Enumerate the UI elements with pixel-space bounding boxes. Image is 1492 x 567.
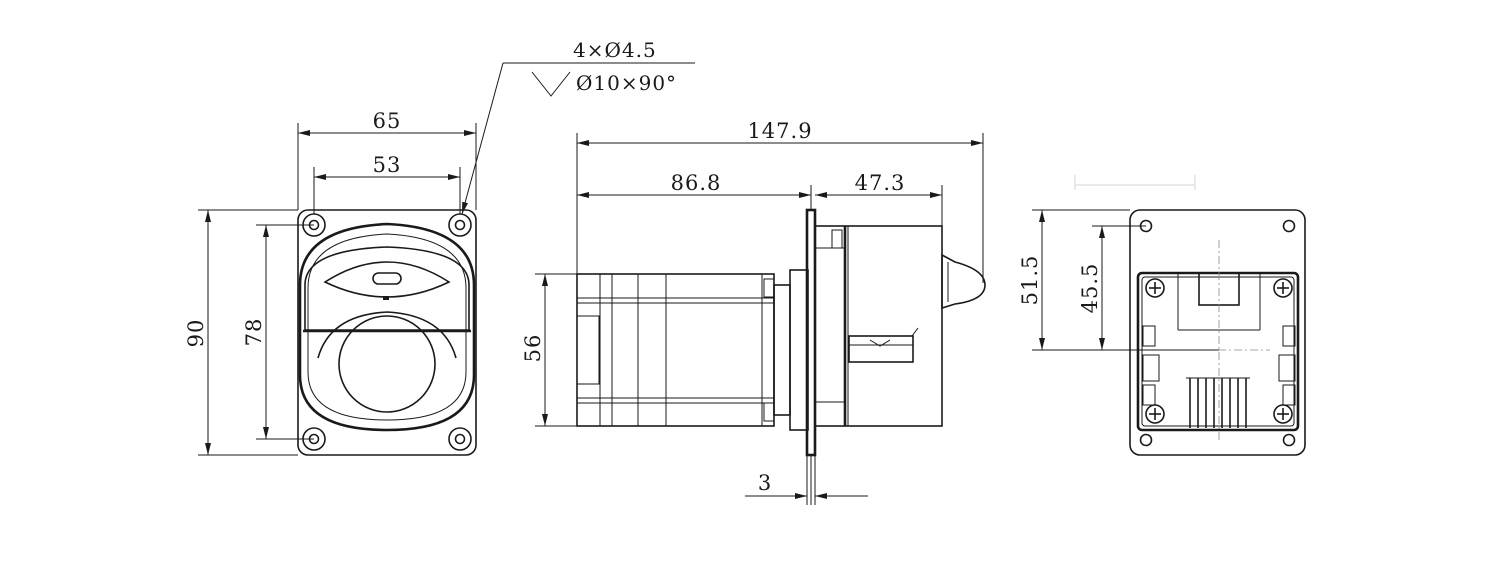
dim-front-width-outer: 65 <box>373 109 402 133</box>
dim-front-width-holes: 53 <box>373 153 402 177</box>
mounting-flange <box>805 208 817 457</box>
dim-side-length-head: 47.3 <box>855 171 906 195</box>
dim-rear-height-inner: 45.5 <box>1078 263 1102 314</box>
pump-head-cover <box>304 246 470 331</box>
pump-head-housing-inner <box>307 233 467 421</box>
motor-connector <box>576 315 600 385</box>
screw-bottom-left <box>1145 404 1165 424</box>
dim-rear-height-outer: 51.5 <box>1018 255 1042 306</box>
dim-side-length-motor: 86.8 <box>671 171 722 195</box>
countersink-symbol <box>531 71 571 97</box>
front-mounting-hole-top-right <box>448 213 472 237</box>
rear-mounting-plate <box>1129 209 1306 456</box>
pump-rotor <box>338 315 436 413</box>
pump-head-side <box>814 225 943 427</box>
rear-view: 51.5 45.5 <box>1018 175 1306 456</box>
dim-side-length-total: 147.9 <box>747 119 812 143</box>
note-countersink-spec: Ø10×90° <box>576 71 677 95</box>
cover-latch-button <box>372 272 402 285</box>
front-mounting-plate <box>297 209 477 456</box>
rear-hole-top-right <box>1282 219 1296 233</box>
dim-side-flange-thickness: 3 <box>758 471 772 495</box>
front-mounting-hole-bottom-right <box>448 427 472 451</box>
pump-head-knob <box>941 253 986 310</box>
dim-front-height-holes: 78 <box>242 318 266 347</box>
front-view: 65 53 90 78 4×Ø4.5 Ø10×90° <box>184 38 695 456</box>
rear-hole-bottom-left <box>1139 433 1153 447</box>
screw-top-left <box>1145 278 1165 298</box>
dim-side-motor-height: 56 <box>521 334 545 363</box>
screw-bottom-right <box>1273 404 1293 424</box>
pump-head-clip <box>848 335 914 363</box>
side-view: 147.9 86.8 47.3 56 3 <box>521 119 986 505</box>
dim-front-height-outer: 90 <box>184 319 208 348</box>
pump-head-housing-outer <box>298 222 476 432</box>
motor-neck <box>773 284 791 416</box>
note-hole-spec: 4×Ø4.5 <box>573 38 657 62</box>
rear-hole-bottom-right <box>1282 433 1296 447</box>
motor-rear-face <box>1136 271 1300 432</box>
rear-cooling-fins <box>1186 377 1250 428</box>
screw-top-right <box>1273 278 1293 298</box>
cover-latch <box>323 261 451 298</box>
